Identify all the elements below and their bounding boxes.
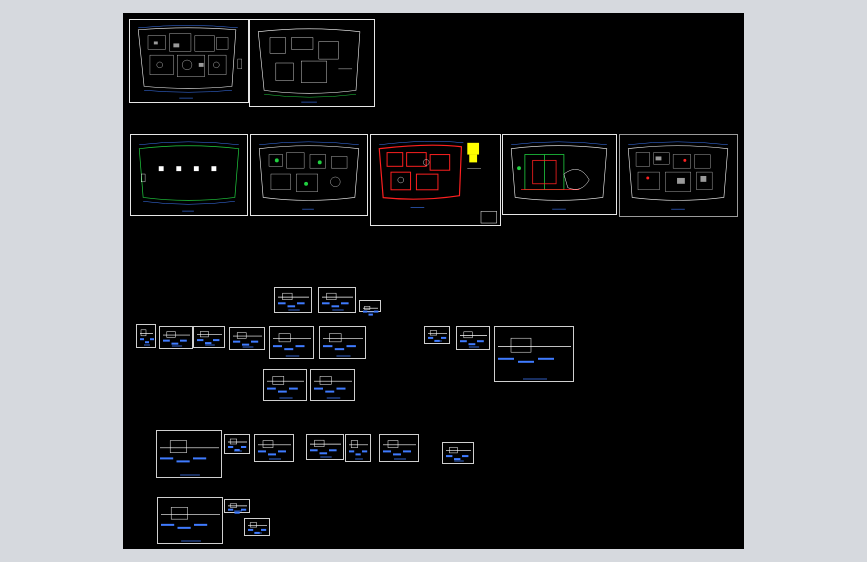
detail-drawing [349,440,368,460]
floor-plan-sheet-2[interactable] [249,19,375,107]
floor-plan-drawing [627,141,729,210]
detail-drawing [160,440,219,476]
detail-sheet[interactable] [224,434,250,454]
detail-sheet[interactable] [379,434,419,462]
detail-drawing [322,292,353,311]
floor-plan-sheet-3[interactable] [130,134,248,216]
detail-sheet[interactable] [345,434,371,462]
detail-sheet[interactable] [306,434,344,460]
detail-drawing [163,331,190,347]
detail-sheet[interactable] [156,430,222,478]
detail-sheet[interactable] [244,518,270,536]
detail-drawing [498,337,571,380]
detail-drawing [140,329,154,346]
detail-sheet[interactable] [193,326,225,348]
detail-drawing [228,438,247,452]
detail-sheet[interactable] [310,369,355,401]
drawing-canvas[interactable] [123,13,744,549]
detail-sheet[interactable] [424,326,450,344]
floor-plan-sheet-7[interactable] [619,134,738,217]
floor-plan-drawing [378,141,497,224]
detail-sheet[interactable] [456,326,490,350]
detail-drawing [428,330,447,342]
detail-drawing [314,376,352,399]
detail-drawing [228,503,247,514]
detail-drawing [363,306,379,316]
detail-sheet[interactable] [494,326,574,382]
detail-drawing [267,376,304,399]
floor-plan-sheet-5[interactable] [370,134,501,226]
detail-drawing [273,333,311,357]
detail-drawing [258,440,291,460]
detail-sheet[interactable] [263,369,307,401]
floor-plan-sheet-4[interactable] [250,134,368,216]
detail-sheet[interactable] [319,326,366,359]
detail-drawing [323,333,363,357]
detail-sheet[interactable] [254,434,294,462]
detail-sheet[interactable] [229,327,265,350]
detail-sheet[interactable] [136,324,156,348]
detail-sheet[interactable] [159,326,193,349]
detail-drawing [460,331,487,348]
detail-drawing [197,331,222,346]
floor-plan-drawing [258,141,360,210]
floor-plan-drawing [257,28,361,103]
detail-sheet[interactable] [224,499,250,514]
detail-sheet[interactable] [157,497,223,544]
detail-drawing [248,522,267,534]
floor-plan-drawing [510,141,608,210]
detail-drawing [278,292,309,311]
detail-drawing [446,447,471,462]
floor-plan-drawing [137,25,242,99]
floor-plan-sheet-1[interactable] [129,19,249,103]
detail-sheet[interactable] [274,287,312,313]
detail-sheet[interactable] [318,287,356,313]
detail-drawing [310,439,341,458]
detail-drawing [383,440,416,460]
detail-sheet[interactable] [442,442,474,464]
floor-plan-drawing [138,141,240,212]
detail-sheet[interactable] [269,326,314,359]
detail-drawing [233,332,262,348]
detail-drawing [161,507,220,542]
floor-plan-sheet-6[interactable] [502,134,617,215]
detail-sheet[interactable] [359,300,381,316]
